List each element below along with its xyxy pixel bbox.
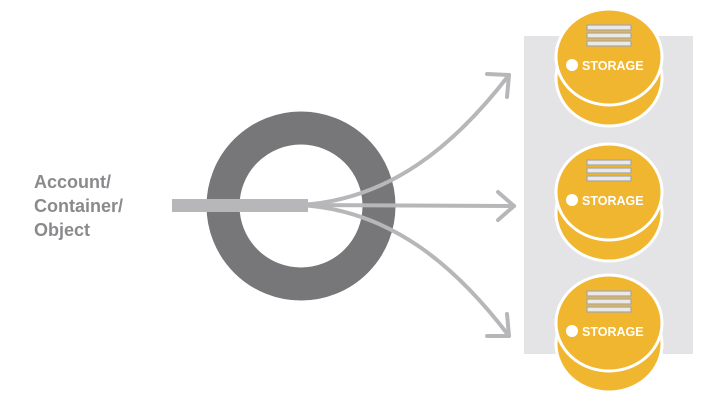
server-rack-icon xyxy=(586,24,632,47)
server-rack-bar xyxy=(586,290,632,297)
arrowhead-1 xyxy=(485,72,511,99)
server-rack-bar xyxy=(586,298,632,305)
storage-disk-top xyxy=(554,273,664,373)
source-label-line-account: Account/ xyxy=(34,172,112,192)
status-dot-icon xyxy=(566,194,578,206)
storage-label: STORAGE xyxy=(582,59,644,73)
input-bar xyxy=(172,199,308,212)
storage-nodes: STORAGE STORAGE STORAGE xyxy=(554,7,664,394)
storage-disk-top xyxy=(554,142,664,242)
server-rack-bar xyxy=(586,40,632,47)
source-label-line-object: Object xyxy=(34,220,91,240)
storage-node-2: STORAGE xyxy=(554,142,664,263)
server-rack-bar xyxy=(586,32,632,39)
storage-label: STORAGE xyxy=(582,325,644,339)
server-rack-icon xyxy=(586,159,632,182)
storage-node-3: STORAGE xyxy=(554,273,664,394)
server-rack-bar xyxy=(586,167,632,174)
arrows xyxy=(298,72,516,338)
arrowhead-3 xyxy=(485,312,511,338)
server-rack-bar xyxy=(586,24,632,31)
storage-node-1: STORAGE xyxy=(554,7,664,128)
arrow-to-storage-3 xyxy=(298,203,511,338)
arrowhead-2 xyxy=(496,190,516,222)
server-rack-bar xyxy=(586,306,632,313)
arrow-to-storage-2 xyxy=(298,203,516,208)
status-dot-icon xyxy=(566,59,578,71)
source-label: Account/ Container/ Object xyxy=(34,170,174,242)
source-label-line-container: Container/ xyxy=(34,196,124,216)
server-rack-icon xyxy=(586,290,632,313)
storage-label: STORAGE xyxy=(582,194,644,208)
server-rack-bar xyxy=(586,159,632,166)
status-dot-icon xyxy=(566,325,578,337)
storage-disk-top xyxy=(554,7,664,107)
arrow-to-storage-1 xyxy=(298,73,511,207)
server-rack-bar xyxy=(586,175,632,182)
